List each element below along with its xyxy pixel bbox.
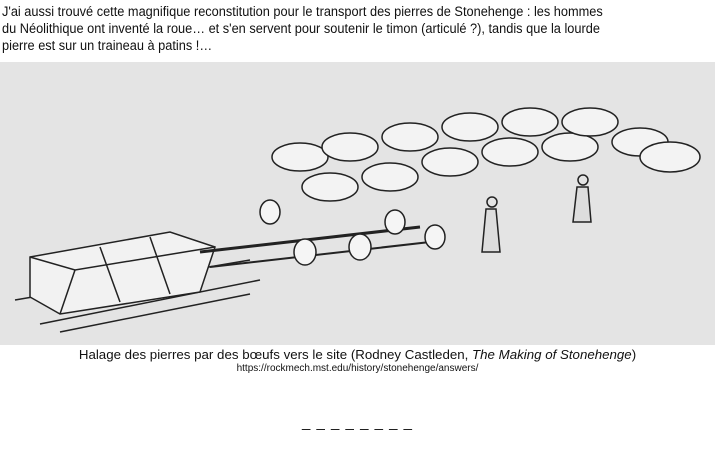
intro-line: J'ai aussi trouvé cette magnifique recon… xyxy=(2,4,603,20)
intro-line: pierre est sur un traineau à patins !… xyxy=(2,38,213,54)
wheels xyxy=(259,199,446,266)
source-url: https://rockmech.mst.edu/history/stonehe… xyxy=(236,363,479,374)
intro-paragraph: J'ai aussi trouvé cette magnifique recon… xyxy=(2,4,713,55)
figure-caption: Halage des pierres par des bœufs vers le… xyxy=(0,347,715,362)
intro-line: du Néolithique ont inventé la roue… et s… xyxy=(2,21,600,37)
stonehenge-oxen-illustration xyxy=(0,62,715,345)
separator: _ _ _ _ _ _ _ _ xyxy=(302,414,413,431)
caption-close: ) xyxy=(631,347,637,362)
oxen-teams xyxy=(271,107,701,202)
stone-block xyxy=(29,231,216,315)
caption-book-title: The Making of Stonehenge xyxy=(472,347,632,362)
caption-text: Halage des pierres par des bœufs vers le… xyxy=(78,347,473,362)
drivers xyxy=(481,174,592,253)
